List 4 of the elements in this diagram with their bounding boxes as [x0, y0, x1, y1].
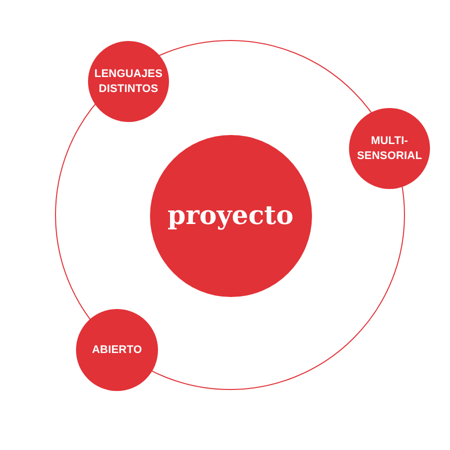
topic-label: MULTI- SENSORIAL — [356, 134, 422, 164]
topic-label: ABIERTO — [92, 342, 142, 358]
topic-label: LENGUAJES DISTINTOS — [94, 66, 163, 96]
center-title: proyecto — [167, 200, 294, 232]
